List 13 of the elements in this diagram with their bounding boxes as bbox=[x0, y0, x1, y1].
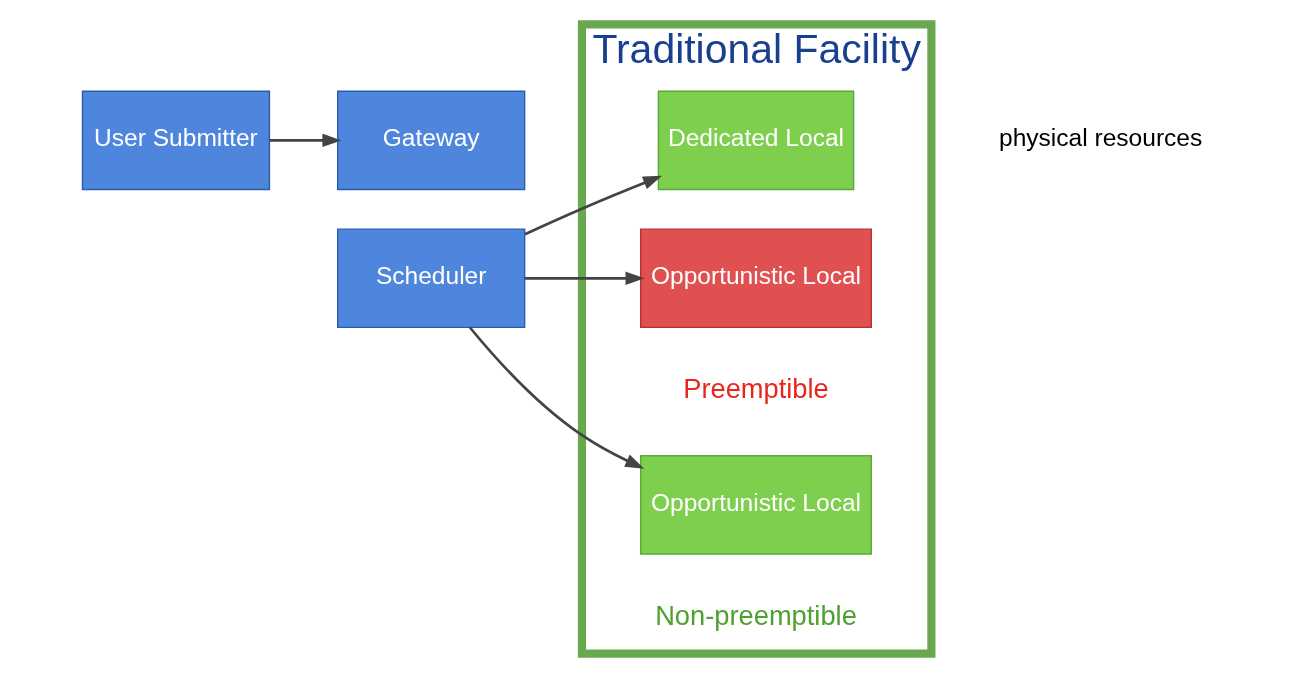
node-box: Dedicated Local bbox=[657, 90, 854, 191]
arrow bbox=[523, 175, 662, 236]
node-box: Opportunistic Local bbox=[639, 228, 872, 329]
node-box: User Submitter bbox=[81, 90, 270, 191]
node-box: Gateway bbox=[336, 90, 525, 191]
node-box: Scheduler bbox=[336, 228, 525, 329]
label: Preemptible bbox=[682, 373, 829, 405]
arrow bbox=[468, 326, 644, 469]
node-label: physical resources bbox=[998, 124, 1202, 152]
arrow bbox=[524, 271, 645, 285]
arrow bbox=[269, 133, 342, 148]
label: Non-preemptible bbox=[654, 599, 857, 631]
node-box: Opportunistic Local bbox=[639, 455, 872, 555]
